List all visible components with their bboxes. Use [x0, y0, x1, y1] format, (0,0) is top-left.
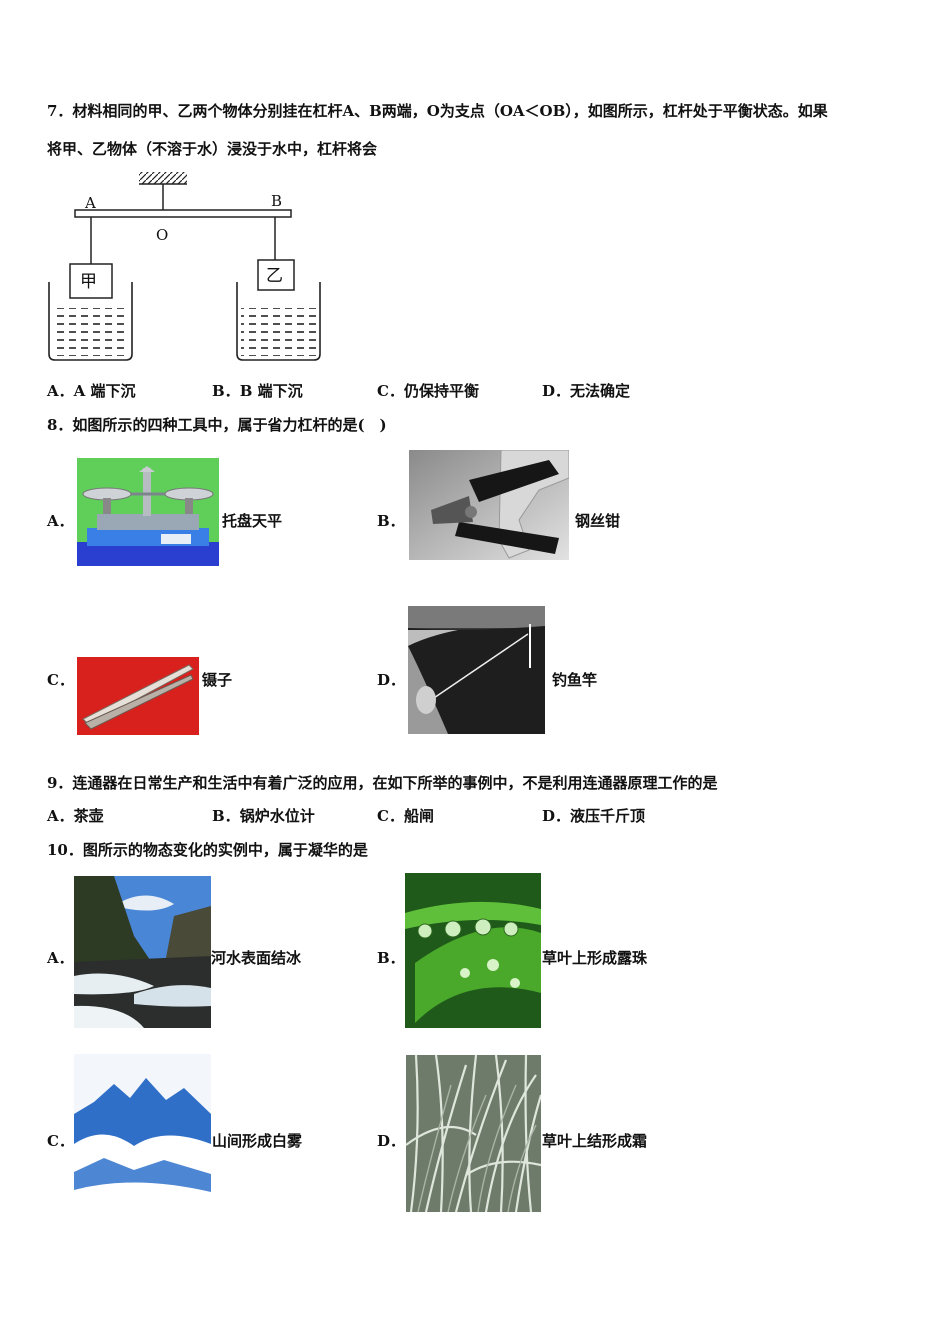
q7-option-d: D．无法确定 [542, 381, 630, 401]
q9-option-c-letter: C． [377, 807, 404, 825]
q8-option-a-letter: A． [47, 512, 74, 530]
q9-option-a-text: 茶壶 [73, 807, 104, 825]
right-water [241, 308, 317, 356]
block-right-label: 乙 [266, 266, 283, 286]
lever-diagram [44, 168, 324, 368]
q9-option-c: C．船闸 [377, 806, 434, 826]
q10-stem: 10．图所示的物态变化的实例中，属于凝华的是 [47, 841, 368, 859]
block-left [69, 263, 113, 299]
q8-option-c-letter: C． [47, 671, 74, 689]
q7-option-b-text: B 端下沉 [239, 382, 303, 400]
q7-option-b-letter: B． [212, 382, 240, 400]
left-water [53, 308, 129, 356]
q7-option-a: A．A 端下沉 [47, 381, 136, 401]
dew-photo [405, 873, 541, 1028]
q7-stem-line1: 7．材料相同的甲、乙两个物体分别挂在杠杆A、B两端，O为支点（OA＜OB），如图… [47, 102, 828, 120]
balance-photo [77, 458, 219, 566]
q7-option-b: B．B 端下沉 [212, 381, 303, 401]
q9-option-d-text: 液压千斤顶 [570, 807, 646, 825]
q7-option-c: C．仍保持平衡 [377, 381, 479, 401]
q10-option-b-caption: 草叶上形成露珠 [542, 949, 648, 967]
label-o: O [156, 226, 169, 244]
q9-option-d: D．液压千斤顶 [542, 806, 645, 826]
river-ice-photo [74, 876, 211, 1028]
left-beaker [48, 282, 133, 361]
q7-stem-line2: 将甲、乙物体（不溶于水）浸没于水中，杠杆将会 [47, 140, 378, 158]
q9-option-d-letter: D． [542, 807, 571, 825]
q9-option-a: A．茶壶 [47, 806, 104, 826]
q7-option-c-text: 仍保持平衡 [403, 382, 479, 400]
right-beaker [236, 282, 321, 361]
fishing-rod-photo [408, 606, 545, 734]
q10-option-c-caption: 山间形成白雾 [212, 1132, 303, 1150]
ceiling-hatch [139, 172, 187, 184]
q8-option-d-letter: D． [377, 671, 406, 689]
q8-option-b-caption: 钢丝钳 [575, 512, 621, 530]
q8-option-a-caption: 托盘天平 [222, 512, 283, 530]
q9-stem: 9．连通器在日常生产和生活中有着广泛的应用，在如下所举的事例中，不是利用连通器原… [47, 774, 718, 792]
q8-stem: 8．如图所示的四种工具中，属于省力杠杆的是( ) [47, 416, 387, 434]
q8-option-d-caption: 钓鱼竿 [552, 671, 598, 689]
q7-option-d-letter: D． [542, 382, 571, 400]
q9-option-b: B．锅炉水位计 [212, 806, 315, 826]
tweezers-photo [77, 657, 199, 735]
q9-option-c-text: 船闸 [403, 807, 434, 825]
q10-option-d-letter: D． [377, 1132, 406, 1150]
q10-option-c-letter: C． [47, 1132, 74, 1150]
q10-option-a-caption: 河水表面结冰 [211, 949, 302, 967]
q9-option-a-letter: A． [47, 807, 74, 825]
q7-option-d-text: 无法确定 [570, 382, 631, 400]
label-a: A [85, 194, 96, 212]
label-b: B [271, 192, 283, 210]
q10-option-a-letter: A． [47, 949, 74, 967]
block-right [257, 259, 295, 291]
frost-photo [406, 1055, 541, 1212]
q7-option-c-letter: C． [377, 382, 404, 400]
q7-option-a-letter: A． [47, 382, 74, 400]
mountain-fog-photo [74, 1054, 211, 1212]
pliers-photo [409, 450, 569, 560]
q10-option-d-caption: 草叶上结形成霜 [542, 1132, 648, 1150]
lever-bar [74, 209, 292, 218]
block-left-label: 甲 [80, 272, 97, 292]
q8-option-c-caption: 镊子 [202, 671, 233, 689]
q8-option-b-letter: B． [377, 512, 405, 530]
q9-option-b-letter: B． [212, 807, 240, 825]
q7-option-a-text: A 端下沉 [73, 382, 136, 400]
q9-option-b-text: 锅炉水位计 [239, 807, 315, 825]
q10-option-b-letter: B． [377, 949, 405, 967]
